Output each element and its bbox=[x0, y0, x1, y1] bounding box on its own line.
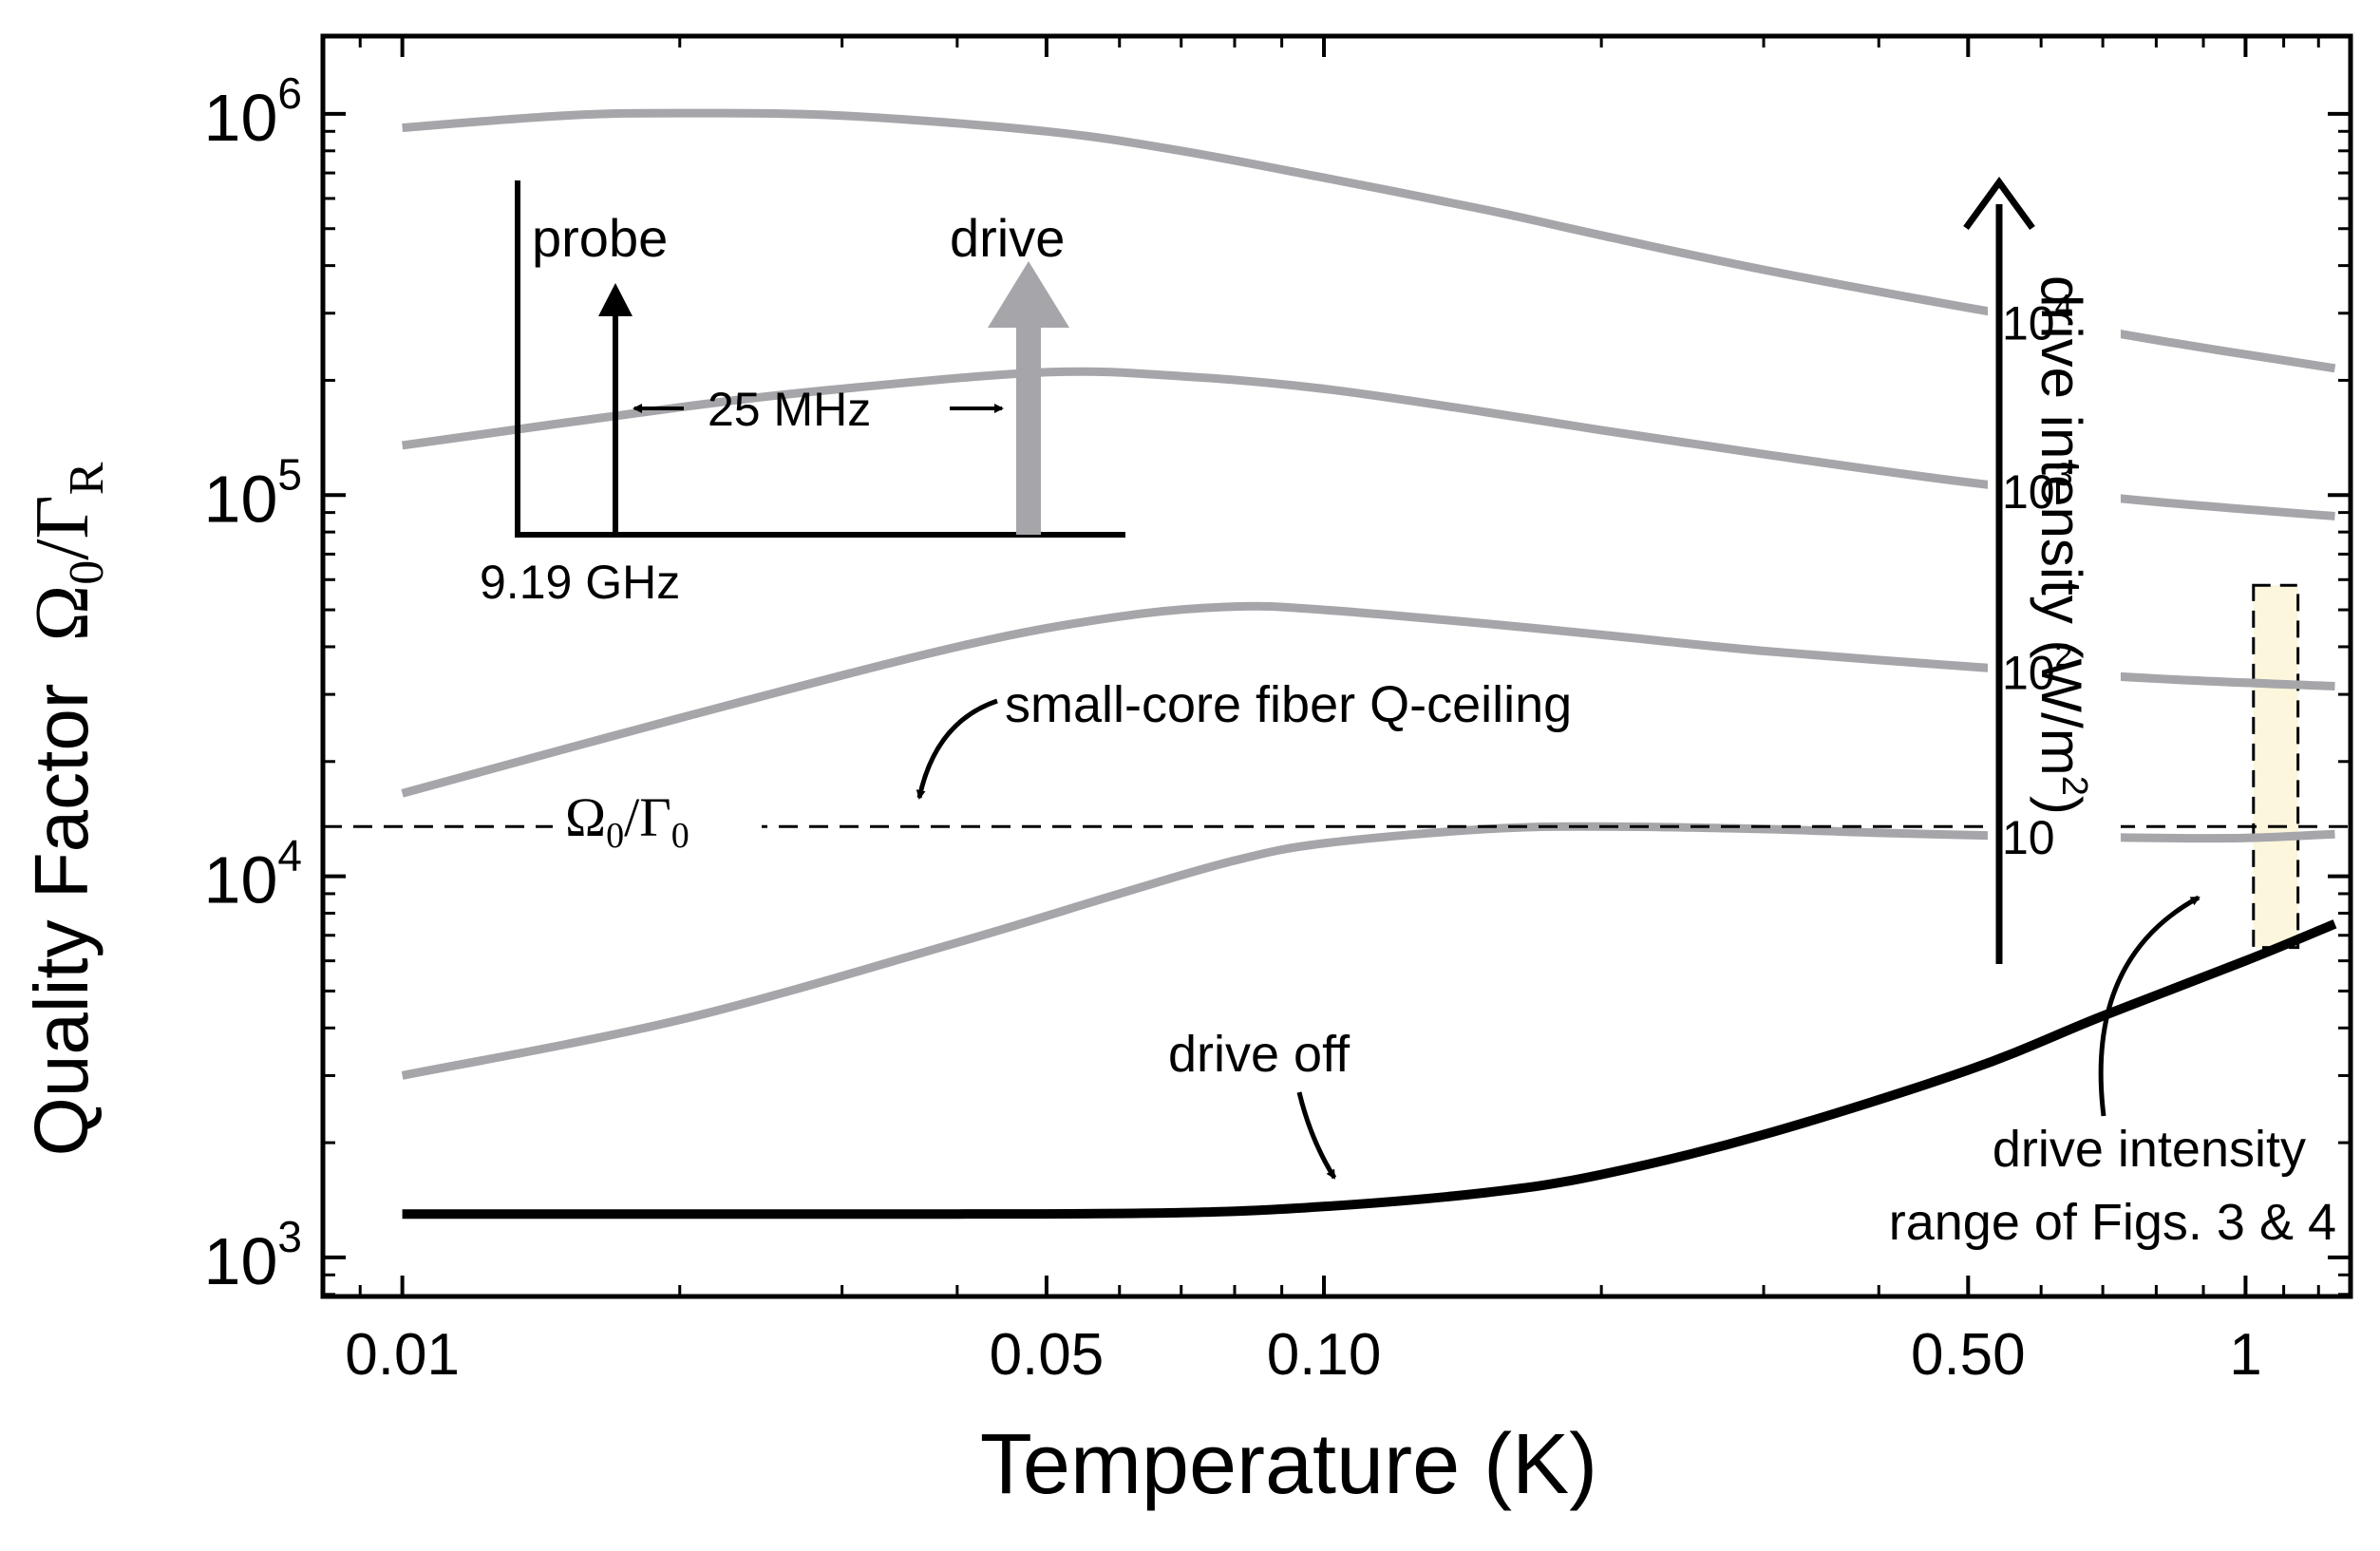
x-tick-label: 0.50 bbox=[1911, 1322, 2026, 1388]
drive-off-annotation-arrow bbox=[1296, 1091, 1337, 1180]
ceiling-annotation: small-core fiber Q-ceiling bbox=[1005, 676, 1572, 733]
axis-ticks bbox=[323, 36, 2351, 1296]
drive-intensity-sup: 2 bbox=[2054, 776, 2094, 796]
y-tick-label: 104 bbox=[204, 831, 302, 917]
probe-arrowhead bbox=[598, 283, 633, 316]
y-axis-title: Quality Factor Ω0/ΓR bbox=[19, 462, 114, 1156]
drive-arrow bbox=[1016, 318, 1041, 535]
drive-intensity-label: drive intensity (W/m bbox=[2030, 275, 2093, 776]
series-label-exp: 4 bbox=[2055, 289, 2073, 325]
x-tick-label: 0.10 bbox=[1267, 1322, 1382, 1388]
ceiling-omega-sub: 0 bbox=[606, 816, 624, 856]
drive-off-annotation: drive off bbox=[1168, 1026, 1351, 1083]
frequency-label: 9.19 GHz bbox=[480, 556, 680, 609]
series-label: 102 bbox=[2002, 638, 2073, 700]
y-axis-omega: Ω bbox=[21, 585, 104, 641]
plot-frame bbox=[320, 33, 2353, 1299]
series-label-base: 10 bbox=[2002, 297, 2055, 350]
series-label-bg bbox=[1987, 445, 2121, 524]
y-axis-omega-sub: 0 bbox=[60, 560, 114, 585]
x-axis-title: Temperature (K) bbox=[980, 1417, 1597, 1512]
range-annotation-line1: drive intensity bbox=[1993, 1121, 2306, 1178]
y-tick-label: 105 bbox=[204, 449, 302, 536]
drive-intensity-axis: drive intensity (W/m2) bbox=[1963, 177, 2094, 964]
series-label-base: 10 bbox=[2002, 811, 2055, 864]
x-tick-label: 0.05 bbox=[990, 1322, 1105, 1388]
inset-spectrum: probe drive 25 MHz 9.19 GHz bbox=[480, 180, 1125, 609]
x-tick-label: 1 bbox=[2229, 1322, 2261, 1388]
series-label: 104 bbox=[2002, 289, 2073, 350]
series-line-intensity-4 bbox=[402, 108, 2336, 373]
y-axis-title-text: Quality Factor bbox=[19, 683, 104, 1156]
probe-label: probe bbox=[532, 208, 668, 268]
series-label-base: 10 bbox=[2002, 465, 2055, 519]
ceiling-annotation-arrow bbox=[916, 698, 998, 800]
series-label-bg bbox=[1987, 276, 2121, 355]
series-label-base: 10 bbox=[2002, 647, 2055, 700]
y-tick-label: 106 bbox=[204, 68, 302, 155]
y-axis-gamma-sub: R bbox=[60, 462, 114, 495]
series-label: 103 bbox=[2002, 457, 2073, 519]
series-label-bg bbox=[1987, 791, 2121, 870]
ceiling-omega: Ω bbox=[565, 786, 606, 848]
series-label: 10 bbox=[2002, 811, 2055, 864]
ceiling-gamma-sub: 0 bbox=[671, 816, 689, 856]
x-tick-label: 0.01 bbox=[345, 1322, 460, 1388]
series-label-exp: 2 bbox=[2055, 638, 2073, 674]
ceiling-label: Ω0/Γ0 bbox=[553, 786, 762, 856]
svg-text:drive intensity (W/m2): drive intensity (W/m2) bbox=[2030, 275, 2094, 815]
svg-text:Ω0/Γ0: Ω0/Γ0 bbox=[565, 786, 689, 856]
drive-range-highlight bbox=[2252, 583, 2300, 950]
drive-intensity-end: ) bbox=[2030, 796, 2093, 815]
series-label-exp: 3 bbox=[2055, 457, 2073, 493]
drive-arrowhead bbox=[988, 261, 1069, 328]
ceiling-gamma: Γ bbox=[639, 786, 671, 848]
spacing-label: 25 MHz bbox=[708, 383, 871, 436]
series-label-bg bbox=[1987, 626, 2121, 705]
y-axis-gamma: Γ bbox=[21, 495, 104, 539]
svg-text:Quality Factor Ω0/ΓR: Quality Factor Ω0/ΓR bbox=[19, 462, 114, 1156]
range-annotation-arrow bbox=[2098, 895, 2201, 1117]
y-tick-label: 103 bbox=[204, 1212, 302, 1298]
range-annotation-line2: range of Figs. 3 & 4 bbox=[1889, 1194, 2336, 1251]
series-line-drive-off bbox=[402, 919, 2337, 1220]
drive-label: drive bbox=[950, 208, 1065, 268]
